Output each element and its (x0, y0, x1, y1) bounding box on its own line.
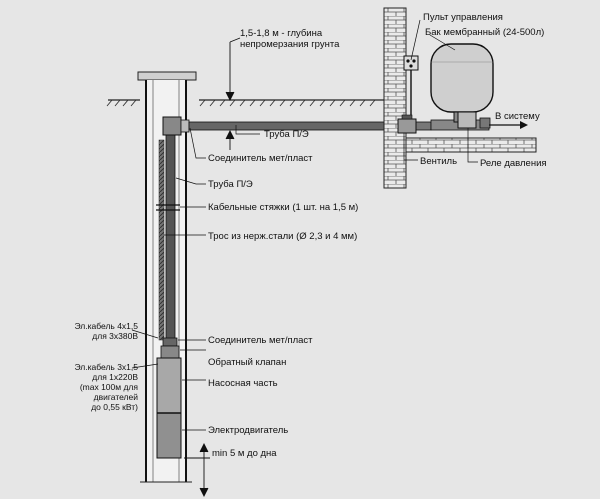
pipe-horizontal (188, 119, 490, 131)
label-to-system: В систему (495, 111, 540, 122)
brick-wall (383, 7, 537, 189)
pressure-relay (457, 111, 491, 129)
label-cable-4x-2: для 3х380В (92, 331, 138, 341)
label-valve: Вентиль (420, 156, 457, 167)
depth-dimension (225, 37, 241, 150)
label-connector-bottom: Соединитель мет/пласт (208, 335, 313, 346)
pipe-vertical (158, 124, 176, 341)
control-panel (403, 55, 419, 120)
label-cable-3x-3: (max 100м для (80, 382, 139, 392)
label-cable-4x-1: Эл.кабель 4х1,5 (74, 321, 138, 331)
label-cable-3x-2: для 1х220В (92, 372, 138, 382)
connector-top (162, 116, 190, 136)
valve (397, 114, 417, 134)
label-check-valve: Обратный клапан (208, 357, 286, 368)
label-min-depth: min 5 м до дна (212, 448, 277, 459)
to-system-arrow (489, 121, 528, 129)
label-control-panel: Пульт управления (423, 12, 503, 23)
label-pipe-main: Труба П/Э (208, 179, 253, 190)
label-pressure-relay: Реле давления (480, 158, 547, 169)
label-cable-3x-4: двигателей (94, 392, 139, 402)
label-depth-2: непромерзания грунта (240, 39, 340, 50)
cable-ties (156, 204, 180, 211)
pump-assembly (156, 337, 182, 459)
label-cable-ties: Кабельные стяжки (1 шт. на 1,5 м) (208, 202, 358, 213)
bottom-dimension (184, 442, 210, 498)
labels: 1,5-1,8 м - глубина непромерзания грунта… (74, 12, 546, 459)
label-connector-top: Соединитель мет/пласт (208, 153, 313, 164)
label-cable-rope: Трос из нерж.стали (Ø 2,3 и 4 мм) (208, 231, 357, 242)
label-depth-1: 1,5-1,8 м - глубина (240, 28, 323, 39)
leader-lines (131, 19, 478, 431)
label-pump-part: Насосная часть (208, 378, 278, 389)
label-cable-3x-1: Эл.кабель 3х1,5 (74, 362, 138, 372)
label-pipe-top: Труба П/Э (264, 129, 309, 140)
label-cable-3x-5: до 0,55 кВт) (91, 402, 138, 412)
label-tank: Бак мембранный (24-500л) (425, 27, 544, 38)
label-motor: Электродвигатель (208, 425, 288, 436)
membrane-tank (430, 43, 494, 123)
